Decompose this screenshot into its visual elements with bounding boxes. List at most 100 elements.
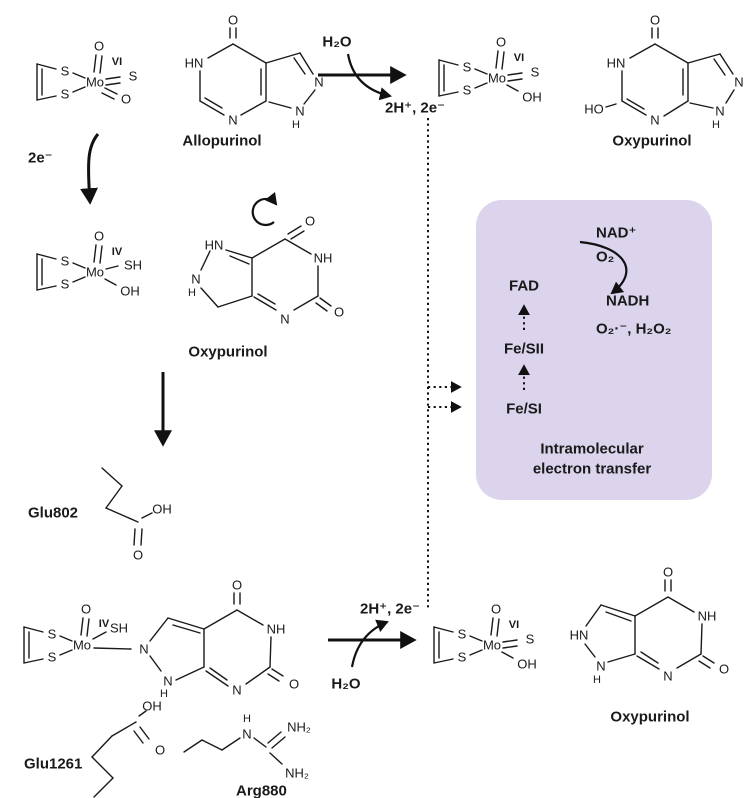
- atom-label-n: N: [650, 113, 659, 128]
- label-nad-plus: NAD⁺: [596, 225, 636, 242]
- hydroxylation-arrow-group: H₂O 2H⁺, 2e⁻: [318, 34, 445, 117]
- atom-label-n: N: [163, 674, 172, 689]
- atom-label-s: S: [48, 627, 57, 642]
- atom-label-h: H: [292, 119, 300, 131]
- electron-transfer-box: FAD Fe/SII Fe/SI NAD⁺ O₂ NADH O₂·⁻, H₂O₂…: [476, 200, 712, 500]
- reoxidation-arrow-group: 2H⁺, 2e⁻ H₂O: [328, 601, 420, 693]
- atom-label-o: O: [232, 578, 242, 593]
- atom-label-n: N: [734, 75, 743, 90]
- atom-label-nh: NH: [267, 622, 286, 637]
- mo-iv-complex: S S Mo O IV SH OH: [36, 229, 142, 299]
- glu1261-structure: OH O Glu1261: [24, 699, 165, 798]
- atom-label-mo: Mo: [73, 638, 91, 653]
- atom-label-hn: HN: [607, 56, 626, 71]
- oxypurinol-rotated-structure: O NH O N HN N H Oxypurinol: [188, 191, 344, 361]
- electron-transfer-panel: [476, 200, 712, 500]
- atom-label-hn: HN: [570, 628, 589, 643]
- atom-label-n: N: [191, 272, 200, 287]
- oxidation-state-iv: IV: [112, 246, 123, 258]
- reduction-arrow: [80, 133, 100, 205]
- glu802-structure: OH O Glu802: [28, 467, 172, 563]
- atom-label-s: S: [61, 64, 70, 79]
- atom-label-o: O: [650, 13, 660, 28]
- residue-label-glu1261: Glu1261: [24, 756, 82, 773]
- molecule-label-oxypurinol: Oxypurinol: [612, 133, 691, 150]
- label-fad: FAD: [509, 278, 539, 295]
- atom-label-n: N: [242, 727, 251, 742]
- atom-label-n: N: [139, 642, 148, 657]
- atom-label-s: S: [531, 65, 540, 80]
- atom-label-n: N: [280, 312, 289, 327]
- atom-label-n: N: [715, 104, 724, 119]
- atom-label-o: O: [133, 548, 143, 563]
- oxidation-state-vi: VI: [509, 619, 519, 631]
- molecule-label-allopurinol: Allopurinol: [182, 133, 261, 150]
- reduction-arrow-group: 2e⁻: [28, 133, 100, 205]
- oxidation-state-vi: VI: [112, 56, 122, 68]
- caption-line-1: Intramolecular: [540, 441, 644, 458]
- label-nadh: NADH: [606, 293, 649, 310]
- cofactor-curved-arrow: [350, 619, 389, 668]
- atom-label-n: N: [663, 669, 672, 684]
- atom-label-o: O: [228, 13, 238, 28]
- atom-label-o: O: [121, 92, 131, 107]
- atom-label-hn: HN: [185, 56, 204, 71]
- oxypurinol-product-structure: O NH O N HN N H Oxypurinol: [570, 565, 729, 726]
- atom-label-mo: Mo: [488, 71, 506, 86]
- atom-label-ho: HO: [584, 102, 604, 117]
- atom-label-n: N: [232, 683, 241, 698]
- molecule-label-oxypurinol: Oxypurinol: [188, 344, 267, 361]
- rotation-arrow: [251, 191, 278, 227]
- atom-label-s: S: [61, 87, 70, 102]
- label-protons-electrons: 2H⁺, 2e⁻: [360, 601, 420, 618]
- label-two-electrons: 2e⁻: [28, 150, 53, 167]
- caption-line-2: electron transfer: [533, 461, 652, 478]
- atom-label-mo: Mo: [483, 638, 501, 653]
- atom-label-o: O: [334, 305, 344, 320]
- atom-label-o: O: [155, 743, 165, 758]
- atom-label-nh: NH: [314, 251, 333, 266]
- label-h2o: H₂O: [322, 34, 351, 51]
- atom-label-n: N: [596, 659, 605, 674]
- residue-label-arg880: Arg880: [236, 783, 287, 798]
- label-h2o: H₂O: [331, 676, 360, 693]
- atom-label-h: H: [593, 674, 601, 686]
- atom-label-nh2: NH₂: [287, 720, 311, 735]
- arg880-structure: H N NH₂ NH₂ Arg880: [183, 713, 311, 798]
- atom-label-o: O: [719, 662, 729, 677]
- atom-label-s: S: [61, 254, 70, 269]
- mo-vi-dioxo-complex: S S Mo O VI S O: [36, 39, 138, 107]
- mo-vi-hydroxo-complex-2: S S Mo O VI S OH: [433, 602, 537, 672]
- allopurinol-structure: O HN N N N H Allopurinol: [182, 13, 323, 150]
- label-fesi: Fe/SI: [506, 401, 542, 418]
- atom-label-n: N: [295, 104, 304, 119]
- atom-label-o: O: [289, 677, 299, 692]
- atom-label-o: O: [491, 602, 501, 617]
- oxidation-state-iv: IV: [99, 618, 110, 630]
- atom-label-oh: OH: [120, 284, 140, 299]
- label-o2: O₂: [596, 249, 614, 266]
- atom-label-o: O: [663, 565, 673, 580]
- label-fesii: Fe/SII: [504, 341, 544, 358]
- atom-label-s: S: [463, 60, 472, 75]
- atom-label-s: S: [463, 83, 472, 98]
- atom-label-o: O: [94, 229, 104, 244]
- atom-label-o: O: [496, 35, 506, 50]
- atom-label-sh: SH: [110, 621, 128, 636]
- atom-label-sh: SH: [124, 258, 142, 273]
- mo-vi-hydroxo-complex: S S Mo O VI S OH: [438, 35, 542, 105]
- atom-label-oh: OH: [152, 502, 172, 517]
- mo-iv-oxypurinol-bound-complex: S S Mo O IV SH N N H O NH O N: [23, 578, 299, 700]
- nad-reduction-arrow: [579, 240, 628, 295]
- atom-label-mo: Mo: [86, 265, 104, 280]
- oxypurinol-enol-structure: O HN HO N N N H Oxypurinol: [584, 13, 743, 150]
- atom-label-o: O: [81, 602, 91, 617]
- atom-label-s: S: [458, 627, 467, 642]
- atom-label-hn: HN: [205, 238, 224, 253]
- atom-label-n: N: [314, 75, 323, 90]
- oxidation-state-vi: VI: [514, 52, 524, 64]
- atom-label-h: H: [712, 119, 720, 131]
- atom-label-oh: OH: [142, 699, 162, 714]
- atom-label-o: O: [94, 39, 104, 54]
